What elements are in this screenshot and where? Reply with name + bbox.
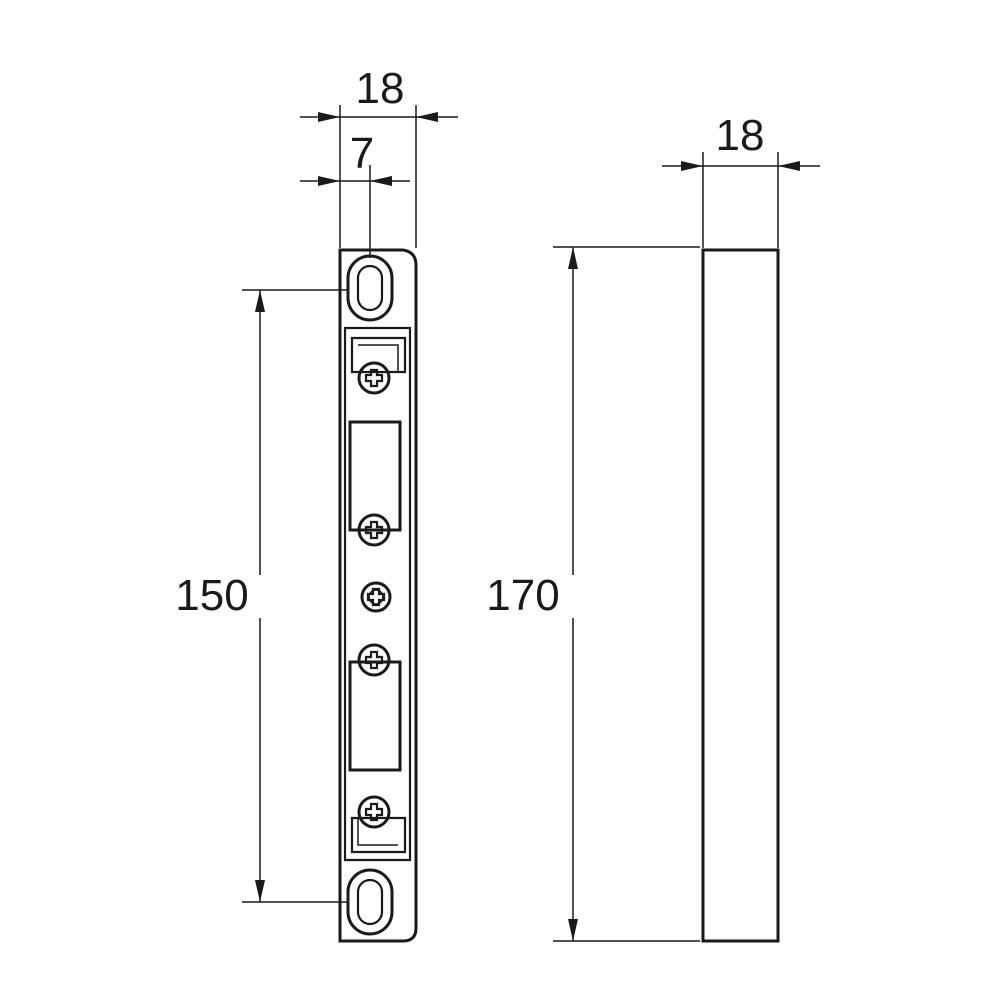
arrow-head — [318, 176, 340, 186]
screw-4-icon — [357, 795, 391, 829]
screw-1-icon — [357, 361, 391, 395]
arrow-head — [416, 112, 438, 122]
dimension-total-height: 170 — [486, 246, 700, 942]
arrow-head — [370, 176, 392, 186]
arrow-head — [255, 290, 265, 312]
dimension-front-width: 18 — [300, 64, 458, 248]
hole-offset-label: 7 — [350, 129, 374, 178]
inner-recess — [343, 326, 412, 862]
bottom-slot-hole — [346, 868, 394, 936]
side-profile — [701, 248, 780, 943]
dimension-side-depth: 18 — [662, 111, 820, 248]
arrow-head — [255, 880, 265, 902]
top-slot-hole — [346, 254, 394, 322]
center-screw-icon — [360, 581, 392, 613]
screw-3-icon — [357, 643, 391, 677]
lower-strike-opening — [348, 660, 402, 772]
front-width-label: 18 — [356, 64, 405, 113]
hole-spacing-label: 150 — [175, 571, 248, 620]
upper-strike-opening — [348, 420, 402, 532]
side-view — [701, 248, 780, 943]
top-tab — [350, 336, 407, 374]
front-view — [338, 248, 418, 943]
plate-outline — [338, 248, 418, 943]
arrow-head — [318, 112, 340, 122]
screw-2-icon — [357, 513, 391, 547]
arrow-head — [681, 161, 703, 171]
arrow-head — [568, 919, 578, 941]
bottom-tab — [350, 816, 407, 854]
dimension-hole-spacing: 150 — [175, 289, 348, 903]
side-depth-label: 18 — [716, 111, 765, 160]
arrow-head — [568, 247, 578, 269]
dimension-hole-offset: 7 — [300, 129, 410, 258]
total-height-label: 170 — [486, 571, 559, 620]
arrow-head — [778, 161, 800, 171]
